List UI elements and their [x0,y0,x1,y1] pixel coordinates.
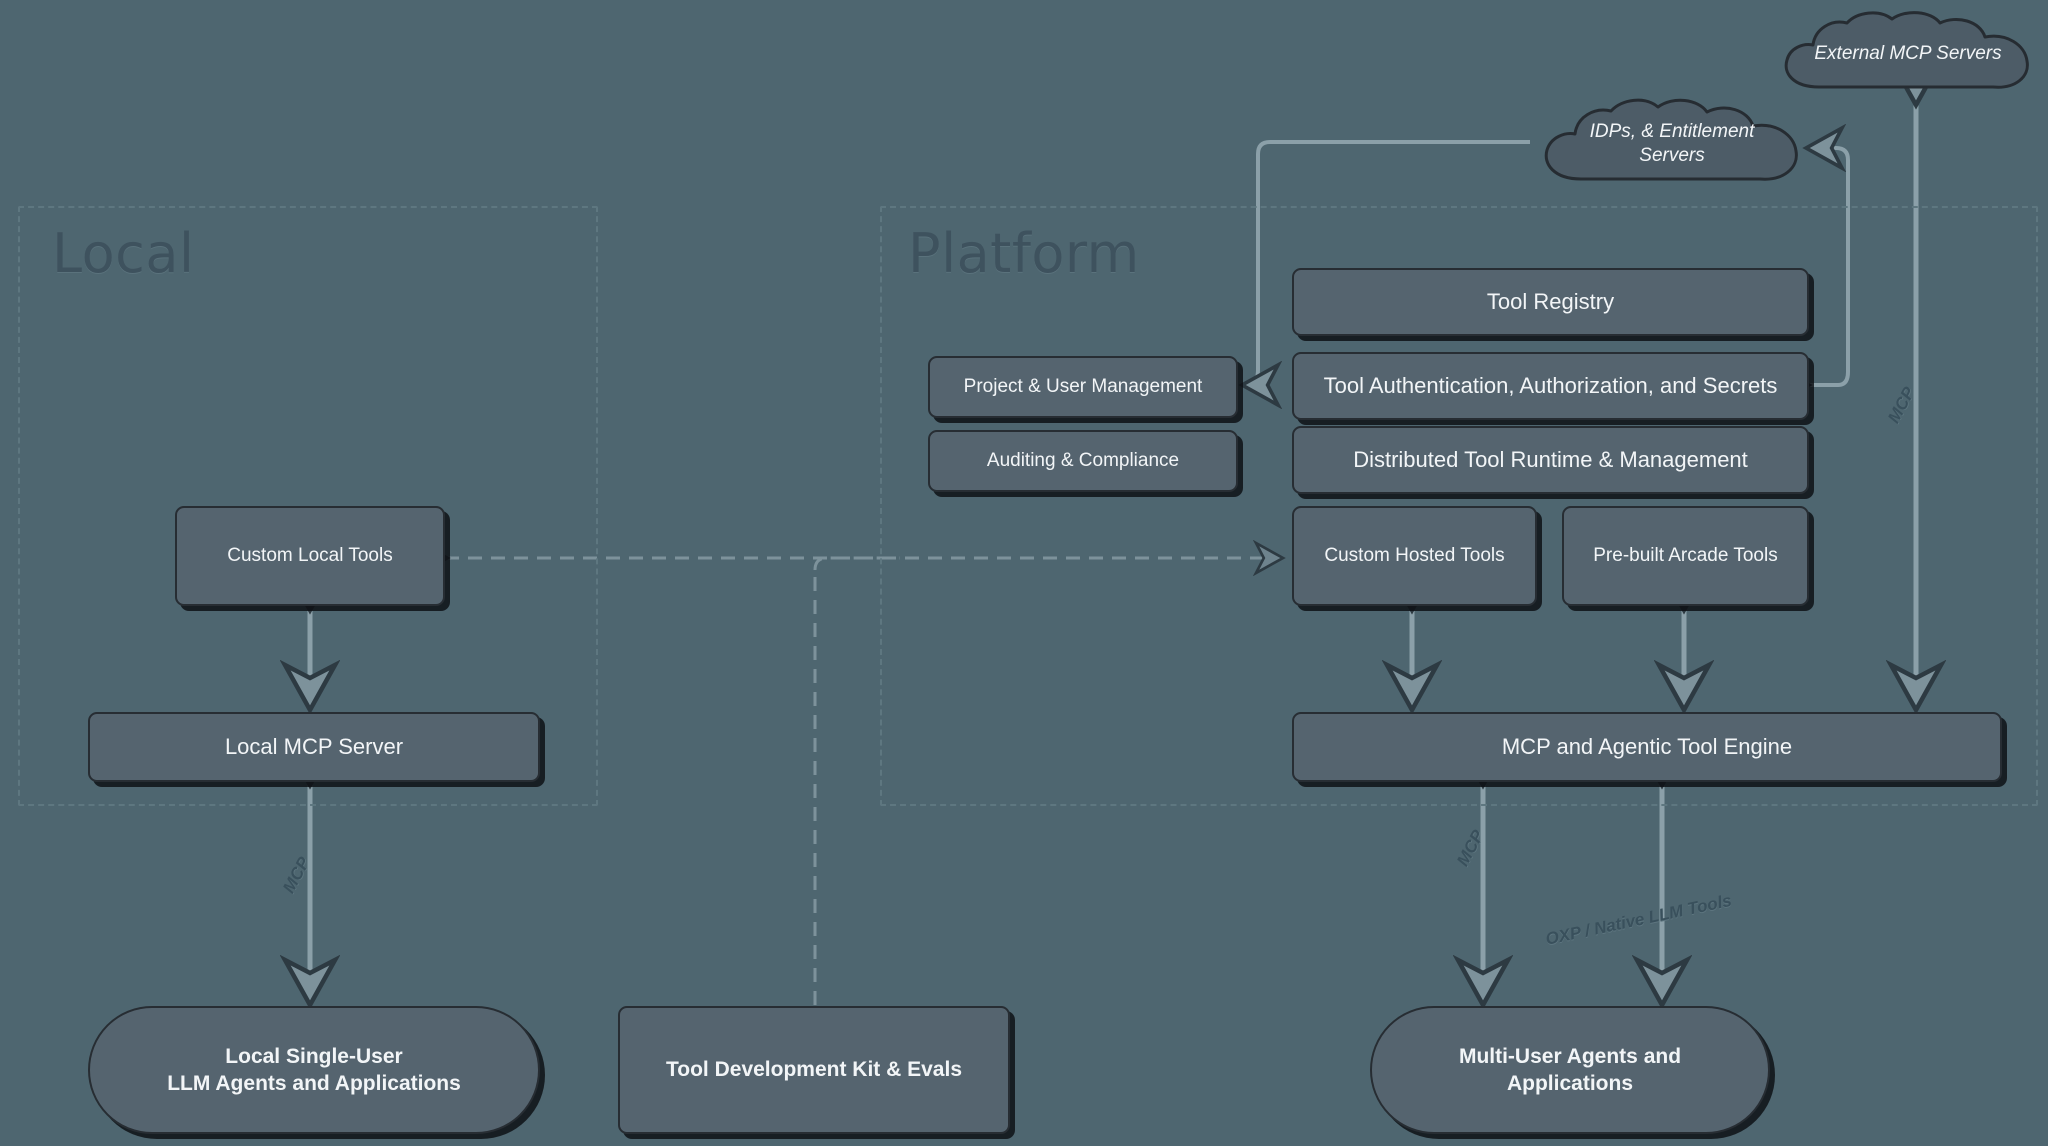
node-tool-development-kit-evals[interactable]: Tool Development Kit & Evals [618,1006,1010,1134]
group-local-label: Local [52,222,195,285]
group-local [18,206,598,806]
node-project-user-management[interactable]: Project & User Management [928,356,1238,418]
node-distributed-tool-runtime-management[interactable]: Distributed Tool Runtime & Management [1292,426,1809,494]
group-platform-label: Platform [908,222,1140,285]
cloud-external-mcp-servers: External MCP Servers [1772,8,2044,100]
node-multi-user-agents-applications[interactable]: Multi-User Agents and Applications [1370,1006,1770,1134]
edge-label-oxp-native-llm-tools: OXP / Native LLM Tools [1543,890,1734,949]
node-auditing-compliance[interactable]: Auditing & Compliance [928,430,1238,492]
cloud-idps-entitlement-servers: IDPs, & Entitlement Servers [1532,96,1812,192]
cloud-shape [1784,11,2029,89]
node-custom-local-tools[interactable]: Custom Local Tools [175,506,445,606]
node-prebuilt-arcade-tools[interactable]: Pre-built Arcade Tools [1562,506,1809,606]
node-local-single-user-llm-agents[interactable]: Local Single-User LLM Agents and Applica… [88,1006,540,1134]
node-tool-registry[interactable]: Tool Registry [1292,268,1809,336]
node-custom-hosted-tools[interactable]: Custom Hosted Tools [1292,506,1537,606]
node-tool-authentication-authorization-secrets[interactable]: Tool Authentication, Authorization, and … [1292,352,1809,420]
node-local-mcp-server[interactable]: Local MCP Server [88,712,540,782]
cloud-external-mcp-servers-label: External MCP Servers [1814,43,2002,65]
group-platform [880,206,2038,806]
cloud-idps-entitlement-servers-label: IDPs, & Entitlement Servers [1589,121,1755,166]
node-multi-user-agents-applications-label: Multi-User Agents and Applications [1458,1044,1682,1095]
node-local-single-user-llm-agents-label: Local Single-User LLM Agents and Applica… [167,1044,461,1095]
edge-label-mcp-platform: MCP [1453,826,1488,870]
edge-label-mcp-local: MCP [279,853,314,897]
node-mcp-and-agentic-tool-engine[interactable]: MCP and Agentic Tool Engine [1292,712,2002,782]
